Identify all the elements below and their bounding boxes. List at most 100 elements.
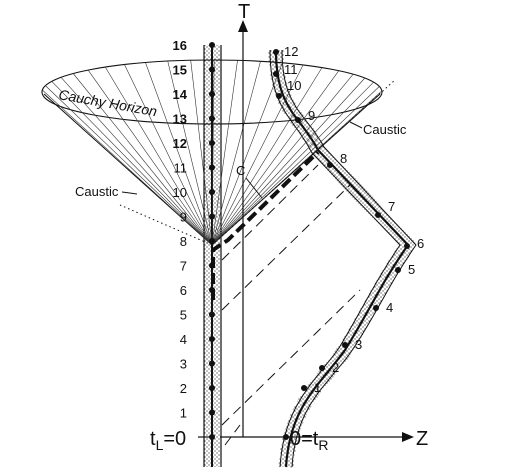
ray-line [211, 77, 366, 246]
right-tick-label: 5 [408, 262, 415, 277]
right-event-dot [319, 365, 325, 371]
caustic-label-right: Caustic [363, 122, 407, 137]
cone-side-left [43, 93, 213, 246]
left-tick-label: 2 [180, 381, 187, 396]
right-tube-edge [269, 49, 401, 468]
left-tick-label: 1 [180, 406, 187, 421]
right-event-dot [273, 71, 279, 77]
right-event-dot [273, 49, 279, 55]
ray-line [211, 86, 380, 246]
ray-line [190, 60, 213, 246]
right-tick-label: 12 [284, 44, 298, 59]
right-tick-label: 4 [386, 300, 393, 315]
right-tick-label: 3 [355, 337, 362, 352]
right-event-dot [395, 267, 401, 273]
ray-line [211, 81, 374, 246]
ray-line [167, 61, 213, 246]
ray-line [51, 81, 213, 246]
ray-line [105, 66, 213, 246]
null-line [221, 289, 361, 426]
left-tick-label: 14 [173, 87, 188, 102]
right-event-dot [342, 342, 348, 348]
closed-curve-c [211, 150, 320, 300]
left-event-dot [209, 336, 215, 342]
ray-line [211, 67, 323, 246]
caustic-line-left [119, 204, 213, 246]
curve-c-label: C [236, 163, 245, 178]
right-tick-label: 2 [332, 360, 339, 375]
left-event-dot [209, 213, 215, 220]
left-event-dot [209, 409, 215, 416]
ray-line [211, 62, 283, 246]
left-event-dot [209, 115, 215, 122]
ray-line [45, 85, 213, 246]
right-tick-label: 8 [340, 151, 347, 166]
left-tick-label: 6 [180, 283, 187, 298]
right-tick-label: 10 [287, 78, 301, 93]
right-tick-label: 1 [314, 380, 321, 395]
cauchy-horizon-ellipse [41, 59, 383, 125]
left-event-dot [209, 287, 215, 293]
left-tick-label: 11 [174, 161, 188, 176]
right-event-dot [295, 117, 301, 123]
ray-line [211, 74, 354, 246]
null-line [221, 184, 351, 311]
right-tick-label: 7 [388, 199, 395, 214]
right-event-dot [373, 305, 379, 311]
right-event-dot [301, 385, 307, 391]
left-tick-label: 9 [180, 210, 187, 225]
right-tick-label: 11 [284, 62, 298, 77]
right-event-dot [276, 93, 282, 99]
left-event-dot [209, 385, 215, 391]
ray-line [60, 77, 213, 246]
ray-line [145, 62, 213, 246]
left-tick-label: 12 [173, 136, 187, 151]
right-origin-dot [283, 434, 289, 440]
origin-left-label: tL=0 [150, 428, 186, 453]
right-tick-label: 6 [417, 236, 424, 251]
left-tick-label: 4 [180, 332, 187, 347]
t-axis-label: T [238, 1, 250, 23]
left-event-dot [209, 360, 215, 367]
ray-line [211, 64, 304, 246]
caustic-label-left: Caustic [75, 184, 119, 199]
null-line [224, 424, 241, 446]
right-event-dot [327, 162, 333, 168]
left-tick-label: 13 [173, 112, 187, 127]
caustic-pointer-left [121, 191, 138, 195]
caustic-pointer-right [349, 121, 363, 129]
ray-line [211, 70, 340, 246]
right-tick-label: 9 [308, 108, 315, 123]
c-pointer [245, 177, 263, 199]
ray-line [211, 60, 238, 246]
right-worldline [274, 49, 410, 468]
cauchy-horizon-label: Cauchy Horizon [57, 86, 158, 119]
left-event-dot [209, 164, 215, 171]
ray-line [211, 90, 383, 246]
ray-line [87, 69, 213, 246]
ray-line [72, 73, 213, 246]
right-tube-edge [281, 49, 417, 468]
right-event-dot [375, 212, 381, 218]
left-event-dot [209, 238, 215, 244]
left-tick-label: 3 [180, 357, 187, 372]
left-event-dot [209, 140, 215, 146]
right-event-dot [404, 243, 410, 249]
left-tick-label: 15 [173, 63, 187, 78]
ray-line [124, 64, 213, 246]
left-tick-label: 7 [180, 259, 187, 274]
ray-line [211, 61, 261, 246]
origin-right-label: 0=tR [290, 428, 328, 453]
left-event-dot [209, 42, 215, 48]
left-tick-label: 5 [180, 308, 187, 323]
left-event-dot [209, 189, 215, 195]
left-origin-dot [209, 434, 215, 440]
ray-fan [42, 59, 383, 246]
left-event-dot [209, 311, 215, 318]
left-tick-label: 16 [173, 38, 187, 53]
left-event-dot [209, 66, 215, 73]
